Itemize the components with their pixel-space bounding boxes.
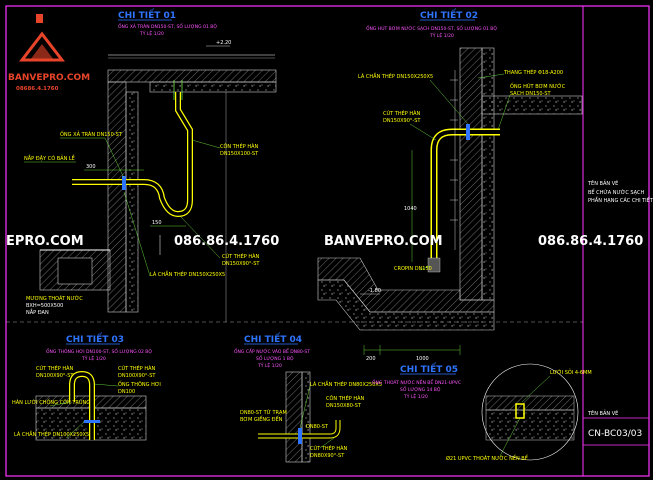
brand-phone: 08686.4.1760 <box>16 86 59 92</box>
label-steel-plate-2: LÁ CHẮN THÉP DN150X250X5 <box>358 72 433 80</box>
label-steel-elbow-4-size: DN100X90°-ST <box>118 373 156 379</box>
detail-05-title: CHI TIẾT 05 <box>400 362 458 375</box>
brand-name: BANVEPRO.COM <box>8 73 90 83</box>
label-steel-elbow: CÚT THÉP HÀN <box>222 252 260 260</box>
sheet-frame <box>5 5 650 477</box>
watermark-phone-2: 086.86.4.1760 <box>538 234 643 249</box>
tb-drawing-name-2: PHẦN HẠNG CÁC CHI TIẾT <box>588 196 653 204</box>
detail-05-scale: TỶ LỆ 1/20 <box>403 392 428 400</box>
detail-02-title: CHI TIẾT 02 <box>420 8 478 21</box>
detail-05-subtitle: ỐNG THOÁT NƯỚC NỀN BỂ DN21-UPVC <box>372 378 461 386</box>
label-floor-drain: Ø21 UPVC THOÁT NƯỚC NỀN BỂ <box>446 454 529 462</box>
label-steel-reducer: CÔN THÉP HÀN <box>220 142 259 150</box>
detail-04-title: CHI TIẾT 04 <box>244 332 302 345</box>
detail-01-title: CHI TIẾT 01 <box>118 8 176 21</box>
tb-drawing-name-label: TÊN BẢN VẼ <box>587 179 618 187</box>
label-steel-plate-4: LÁ CHẮN THÉP DN80X250X5 <box>310 380 382 388</box>
label-drain-cover: NẮP ĐAN <box>26 308 49 316</box>
label-steel-elbow-2: CÚT THÉP HÀN <box>383 109 421 117</box>
detail-04: CHI TIẾT 04 ỐNG CẤP NƯỚC VÀO BỂ DN80-ST … <box>234 332 382 463</box>
label-steel-elbow-3-size: DN100X90°-ST <box>36 373 74 379</box>
detail-05: CHI TIẾT 05 ỐNG THOÁT NƯỚC NỀN BỂ DN21-U… <box>372 362 592 462</box>
detail-03-subtitle: ỐNG THÔNG HƠI DN100-ST, SỐ LƯỢNG 02 BỘ <box>46 347 152 355</box>
label-steel-plate-3: LÁ CHẮN THÉP DN100X250X5 <box>14 430 89 438</box>
detail-01: CHI TIẾT 01 ỐNG XẢ TRÀN DN150-ST, SỐ LƯỢ… <box>24 8 277 322</box>
label-steel-reducer-2: CÔN THÉP HÀN <box>326 394 365 402</box>
dim-1000: 1000 <box>416 356 429 362</box>
detail-01-subtitle: ỐNG XẢ TRÀN DN150-ST, SỐ LƯỢNG 01 BỘ <box>118 22 217 30</box>
label-insect-mesh: HÀN LƯỚI CHỐNG CÔN TRÙNG <box>12 398 90 406</box>
watermark-phone-1: 086.86.4.1760 <box>174 234 279 249</box>
label-steel-reducer-size: DN150X100-ST <box>220 151 259 157</box>
dim-300: 300 <box>86 164 96 170</box>
brand-logo: BANVEPRO.COM 08686.4.1760 <box>8 14 90 92</box>
label-dn80: DN80-ST <box>306 424 329 430</box>
watermark-row: EPRO.COM 086.86.4.1760 BANVEPRO.COM 086.… <box>6 234 643 249</box>
tb-drawing-name-1: BỂ CHỨA NƯỚC SẠCH <box>588 188 644 196</box>
detail-03-title: CHI TIẾT 03 <box>66 332 124 345</box>
label-vent-pipe-size: DN100 <box>118 389 135 395</box>
detail-01-scale: TỶ LỆ 1/20 <box>139 29 164 37</box>
detail-05-qty: SỐ LƯỢNG 14 BỘ <box>400 385 441 393</box>
tb-drawing-number: CN-BC03/03 <box>588 429 642 439</box>
watermark-center: BANVEPRO.COM <box>324 234 443 249</box>
detail-02-subtitle: ỐNG HÚT BƠM NƯỚC SẠCH DN150-ST, SỐ LƯỢNG… <box>366 24 497 32</box>
label-overflow-pipe: ỐNG XẢ TRÀN DN150-ST <box>60 130 123 138</box>
detail-02: CHI TIẾT 02 ỐNG HÚT BƠM NƯỚC SẠCH DN150-… <box>317 8 583 362</box>
label-from-well-pump: DN80-ST TỪ TRẠM <box>240 409 287 416</box>
label-steel-elbow-4: CÚT THÉP HÀN <box>118 364 156 372</box>
label-crepine: CROPIN DN150 <box>394 266 432 272</box>
label-steel-elbow-5-size: DN80X90°-ST <box>310 453 345 459</box>
dim-150: 150 <box>152 220 162 226</box>
detail-03-scale: TỶ LỆ 1/20 <box>81 354 106 362</box>
detail-03: CHI TIẾT 03 ỐNG THÔNG HƠI DN100-ST, SỐ L… <box>12 332 161 441</box>
label-suction-pipe-size: SẠCH DN150-ST <box>510 91 552 97</box>
dim-1040: 1040 <box>404 206 417 212</box>
label-from-well-pump-2: BƠM GIẾNG ĐẾN <box>240 415 283 423</box>
label-drain-size: BXH=500X500 <box>26 303 63 309</box>
label-steel-elbow-2-size: DN150X90°-ST <box>383 118 421 124</box>
detail-04-scale: TỶ LỆ 1/20 <box>257 361 282 369</box>
label-steel-reducer-2-size: DN150X80-ST <box>326 403 362 409</box>
label-hinged-lid: NẮP ĐẬY CÓ BẢN LỀ <box>24 154 75 162</box>
tb-drawing-label: TÊN BẢN VẼ <box>587 409 618 417</box>
watermark-left: EPRO.COM <box>6 234 84 249</box>
label-drain-channel: MƯƠNG THOÁT NƯỚC <box>26 295 83 302</box>
level-bottom: -1.80 <box>368 288 381 294</box>
label-vent-pipe: ỐNG THÔNG HƠI <box>118 380 161 388</box>
title-block: TÊN BẢN VẼ BỂ CHỨA NƯỚC SẠCH PHẦN HẠNG C… <box>587 179 653 439</box>
label-suction-pipe: ỐNG HÚT BƠM NƯỚC <box>510 82 566 90</box>
dim-200: 200 <box>366 356 376 362</box>
label-steel-elbow-3: CÚT THÉP HÀN <box>36 364 74 372</box>
label-steel-elbow-size: DN150X90°-ST <box>222 261 260 267</box>
label-gravel: LƯỚI SỎI 4-6MM <box>550 368 592 376</box>
label-steel-plate: LÁ CHẮN THÉP DN150X250X5 <box>150 270 225 278</box>
level-top: +2.20 <box>216 40 231 46</box>
detail-02-scale: TỶ LỆ 1/20 <box>429 31 454 39</box>
detail-04-qty: SỐ LƯỢNG 1 BỘ <box>256 354 294 362</box>
label-steel-elbow-5: CÚT THÉP HÀN <box>310 444 348 452</box>
label-ladder: THANG THÉP Φ18-A200 <box>503 68 563 76</box>
detail-04-subtitle: ỐNG CẤP NƯỚC VÀO BỂ DN80-ST <box>234 347 310 355</box>
